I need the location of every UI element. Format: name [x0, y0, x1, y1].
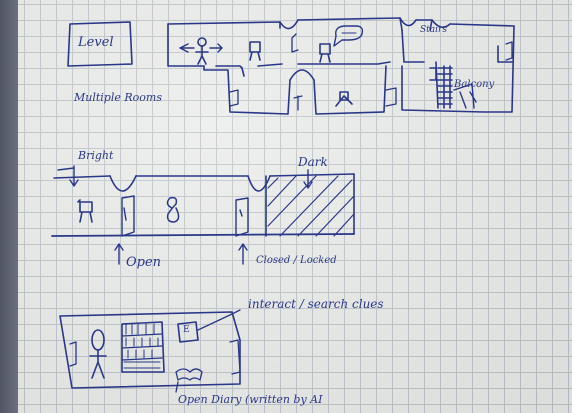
label-interact: interact / search clues [248, 298, 384, 310]
character-figure-icon [90, 330, 106, 378]
key-e-label: E [183, 326, 190, 335]
player-figure-icon [196, 38, 208, 64]
dark-hatching [268, 176, 354, 236]
label-stairs: Stairs [420, 26, 447, 35]
room-map [168, 18, 514, 114]
stairs-icon [438, 66, 452, 108]
bookshelf-icon [122, 322, 164, 372]
desk-edge [0, 0, 18, 413]
label-multiple-rooms: Multiple Rooms [74, 92, 162, 103]
label-level: Level [78, 36, 114, 49]
diary-icon [176, 369, 202, 380]
label-closed-locked: Closed / Locked [256, 256, 337, 266]
label-open: Open [126, 256, 161, 269]
label-balcony: Balcony [454, 80, 494, 90]
label-dark: Dark [298, 156, 328, 168]
ink-sketch [18, 0, 572, 413]
label-open-diary: Open Diary (written by AI [178, 394, 322, 405]
label-bright: Bright [78, 150, 113, 161]
interaction-room [60, 310, 240, 392]
light-corridor [52, 166, 354, 264]
